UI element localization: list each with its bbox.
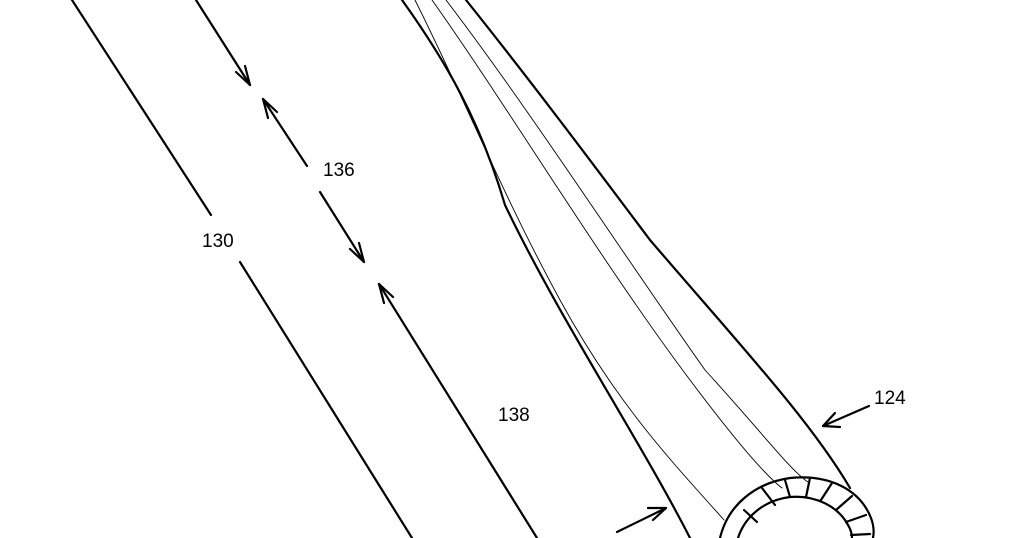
label-138: 138 — [498, 405, 530, 426]
dimension-arrow-136 — [194, 0, 366, 264]
label-136: 136 — [323, 160, 355, 181]
tapered-body — [400, 0, 852, 538]
reference-line-130 — [70, 0, 414, 538]
arrow-to-end-face — [615, 506, 668, 534]
dimension-arrow-138 — [377, 282, 539, 538]
distal-end-face — [718, 476, 875, 538]
leader-arrow-124 — [821, 404, 871, 429]
label-130: 130 — [202, 231, 234, 252]
label-124: 124 — [874, 388, 906, 409]
